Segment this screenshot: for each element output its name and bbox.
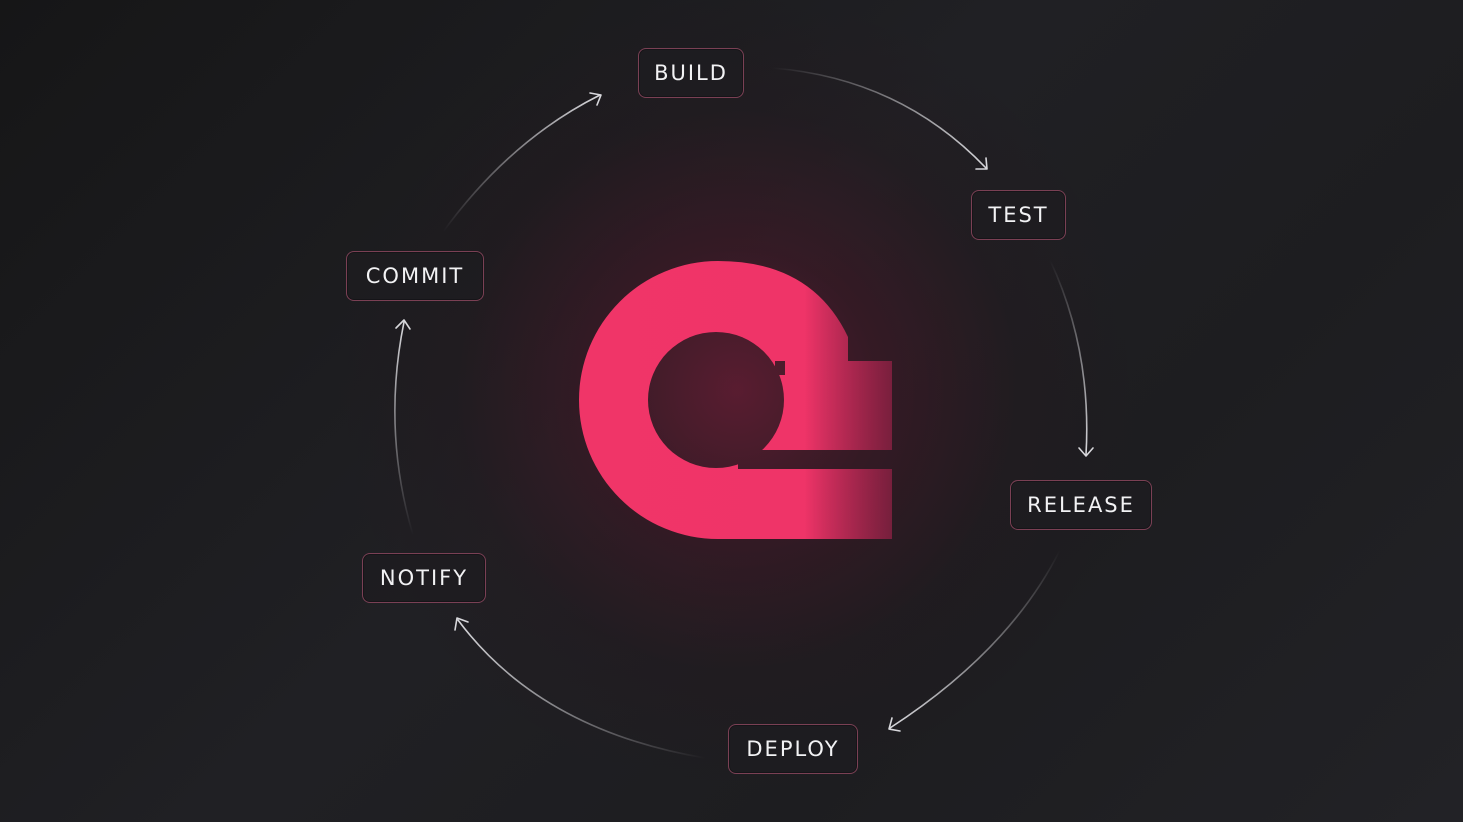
stage-commit: COMMIT (346, 251, 484, 301)
arrow-commit-to-build (442, 94, 601, 233)
arrow-icon (395, 319, 411, 330)
arrow-release-to-deploy (889, 549, 1061, 729)
arrow-notify-to-commit (394, 321, 414, 536)
stage-test-label: TEST (988, 203, 1049, 227)
stage-notify: NOTIFY (362, 553, 486, 603)
arrow-icon (589, 92, 602, 106)
stage-build: BUILD (638, 48, 744, 98)
arrow-icon (888, 717, 901, 732)
stage-build-label: BUILD (654, 61, 728, 85)
arrow-icon (454, 617, 469, 631)
arrow-deploy-to-notify (457, 619, 706, 759)
arrow-test-to-release (1049, 259, 1088, 456)
arrow-build-to-test (771, 67, 987, 169)
stage-commit-label: COMMIT (365, 264, 465, 288)
arrow-icon (975, 157, 988, 170)
arrow-icon (1078, 447, 1094, 457)
stage-deploy: DEPLOY (728, 724, 858, 774)
stage-release-label: RELEASE (1027, 493, 1135, 517)
stage-test: TEST (971, 190, 1066, 240)
stage-release: RELEASE (1010, 480, 1152, 530)
stage-notify-label: NOTIFY (379, 566, 469, 590)
stage-deploy-label: DEPLOY (746, 737, 840, 761)
